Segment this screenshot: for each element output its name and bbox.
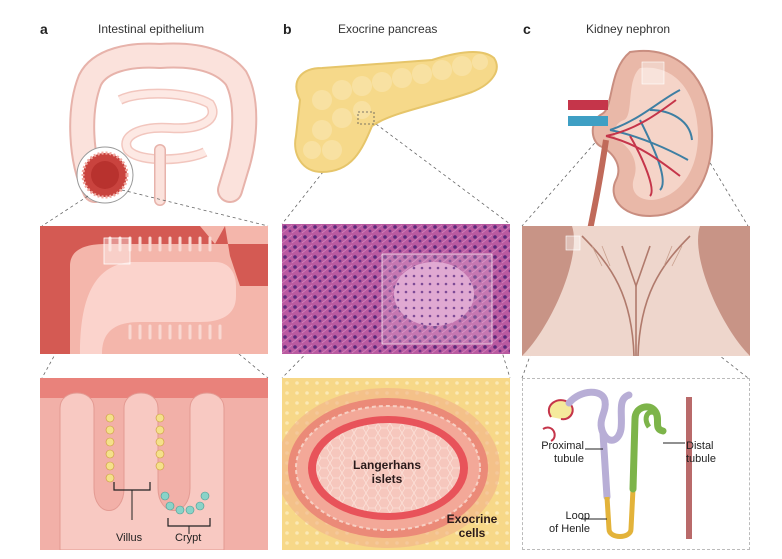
panel-c-letter: c: [523, 21, 531, 37]
pancreas-illustration: [282, 40, 512, 190]
kidney-illustration: [560, 40, 740, 230]
crypt-villus-detail: [40, 378, 268, 550]
proximal-tubule-label: Proximal tubule: [541, 440, 584, 465]
panel-a-title: Intestinal epithelium: [98, 22, 205, 36]
distal-tubule-label: Distal tubule: [686, 440, 716, 465]
histology-section: [282, 224, 510, 354]
panel-a-letter: a: [40, 21, 48, 37]
panel-b-title: Exocrine pancreas: [338, 22, 438, 36]
islet-diagram: [282, 378, 510, 550]
villi-section: [40, 226, 268, 354]
villus-label: Villus: [116, 532, 143, 544]
nephron-diagram: [522, 378, 750, 550]
intestine-illustration: [40, 40, 270, 220]
langerhans-islets-label: Langerhans islets: [352, 458, 421, 486]
panel-b-letter: b: [283, 21, 292, 37]
panel-c-title: Kidney nephron: [586, 22, 671, 36]
nephron-section: [522, 226, 750, 356]
exocrine-cells-label: Exocrine cells: [446, 512, 498, 540]
crypt-label: Crypt: [175, 532, 202, 544]
loop-of-henle-label: Loop of Henle: [549, 510, 590, 535]
